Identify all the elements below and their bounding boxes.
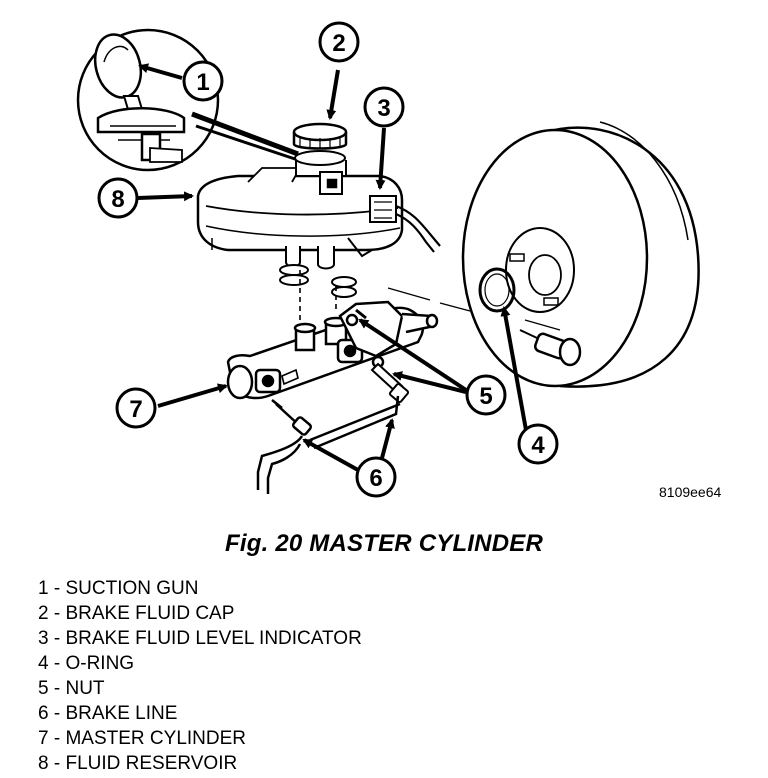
brake-line-drawing — [256, 395, 401, 494]
o-ring-drawing — [478, 267, 516, 313]
figure-code: 8109ee64 — [659, 484, 722, 500]
nut-drawing — [355, 308, 410, 404]
master-cylinder-diagram: 1 2 3 4 5 6 7 8 — [76, 21, 700, 498]
callout-3: 3 — [363, 86, 405, 128]
figure-caption: Fig. 20 MASTER CYLINDER — [225, 530, 543, 557]
brake-fluid-cap-drawing — [292, 122, 348, 150]
legend-item: 3 - BRAKE FLUID LEVEL INDICATOR — [38, 628, 362, 649]
legend-text: NUT — [65, 678, 105, 699]
legend-number: 6 — [38, 703, 49, 724]
callout-2-label: 2 — [332, 30, 345, 57]
callout-5: 5 — [465, 374, 507, 416]
reservoir-grommets — [279, 264, 357, 320]
legend-item: 7 - MASTER CYLINDER — [38, 728, 246, 749]
legend-item: 8 - FLUID RESERVOIR — [38, 753, 238, 774]
legend-text: BRAKE FLUID LEVEL INDICATOR — [65, 628, 362, 649]
callout-7-label: 7 — [129, 396, 142, 423]
legend-number: 5 — [38, 678, 49, 699]
legend-item: 1 - SUCTION GUN — [38, 578, 199, 599]
level-indicator-wire — [395, 204, 441, 253]
callout-4: 4 — [517, 423, 559, 465]
legend-item: 4 - O-RING — [38, 653, 135, 674]
callout-3-label: 3 — [377, 95, 390, 122]
callout-6-label: 6 — [369, 465, 382, 492]
callout-7: 7 — [115, 387, 157, 429]
brake-booster-drawing — [461, 121, 700, 388]
legend-number: 1 — [38, 578, 49, 599]
legend-number: 4 — [38, 653, 49, 674]
suction-gun-inset — [76, 28, 299, 172]
leader-arrows — [137, 63, 528, 472]
legend-number: 2 — [38, 603, 49, 624]
callout-8-label: 8 — [111, 186, 124, 213]
legend-number: 3 — [38, 628, 49, 649]
legend-text: SUCTION GUN — [65, 578, 199, 599]
callout-1: 1 — [182, 60, 224, 102]
callout-6: 6 — [355, 456, 397, 498]
legend-text: O-RING — [65, 653, 135, 674]
legend-number: 8 — [38, 753, 49, 774]
alignment-line — [387, 287, 561, 331]
legend-text: FLUID RESERVOIR — [65, 753, 238, 774]
callout-1-label: 1 — [196, 69, 209, 96]
legend-number: 7 — [38, 728, 49, 749]
legend-text: BRAKE LINE — [65, 703, 178, 724]
legend-text: MASTER CYLINDER — [65, 728, 246, 749]
callout-2: 2 — [318, 21, 360, 63]
callout-5-label: 5 — [479, 383, 492, 410]
legend-text: BRAKE FLUID CAP — [65, 603, 235, 624]
callout-4-label: 4 — [531, 432, 545, 459]
legend-item: 2 - BRAKE FLUID CAP — [38, 603, 235, 624]
parts-legend: 1 - SUCTION GUN 2 - BRAKE FLUID CAP 3 - … — [38, 576, 362, 776]
legend-item: 6 - BRAKE LINE — [38, 703, 178, 724]
fluid-reservoir-drawing — [196, 150, 404, 270]
legend-item: 5 - NUT — [38, 678, 105, 699]
callout-8: 8 — [97, 177, 139, 219]
